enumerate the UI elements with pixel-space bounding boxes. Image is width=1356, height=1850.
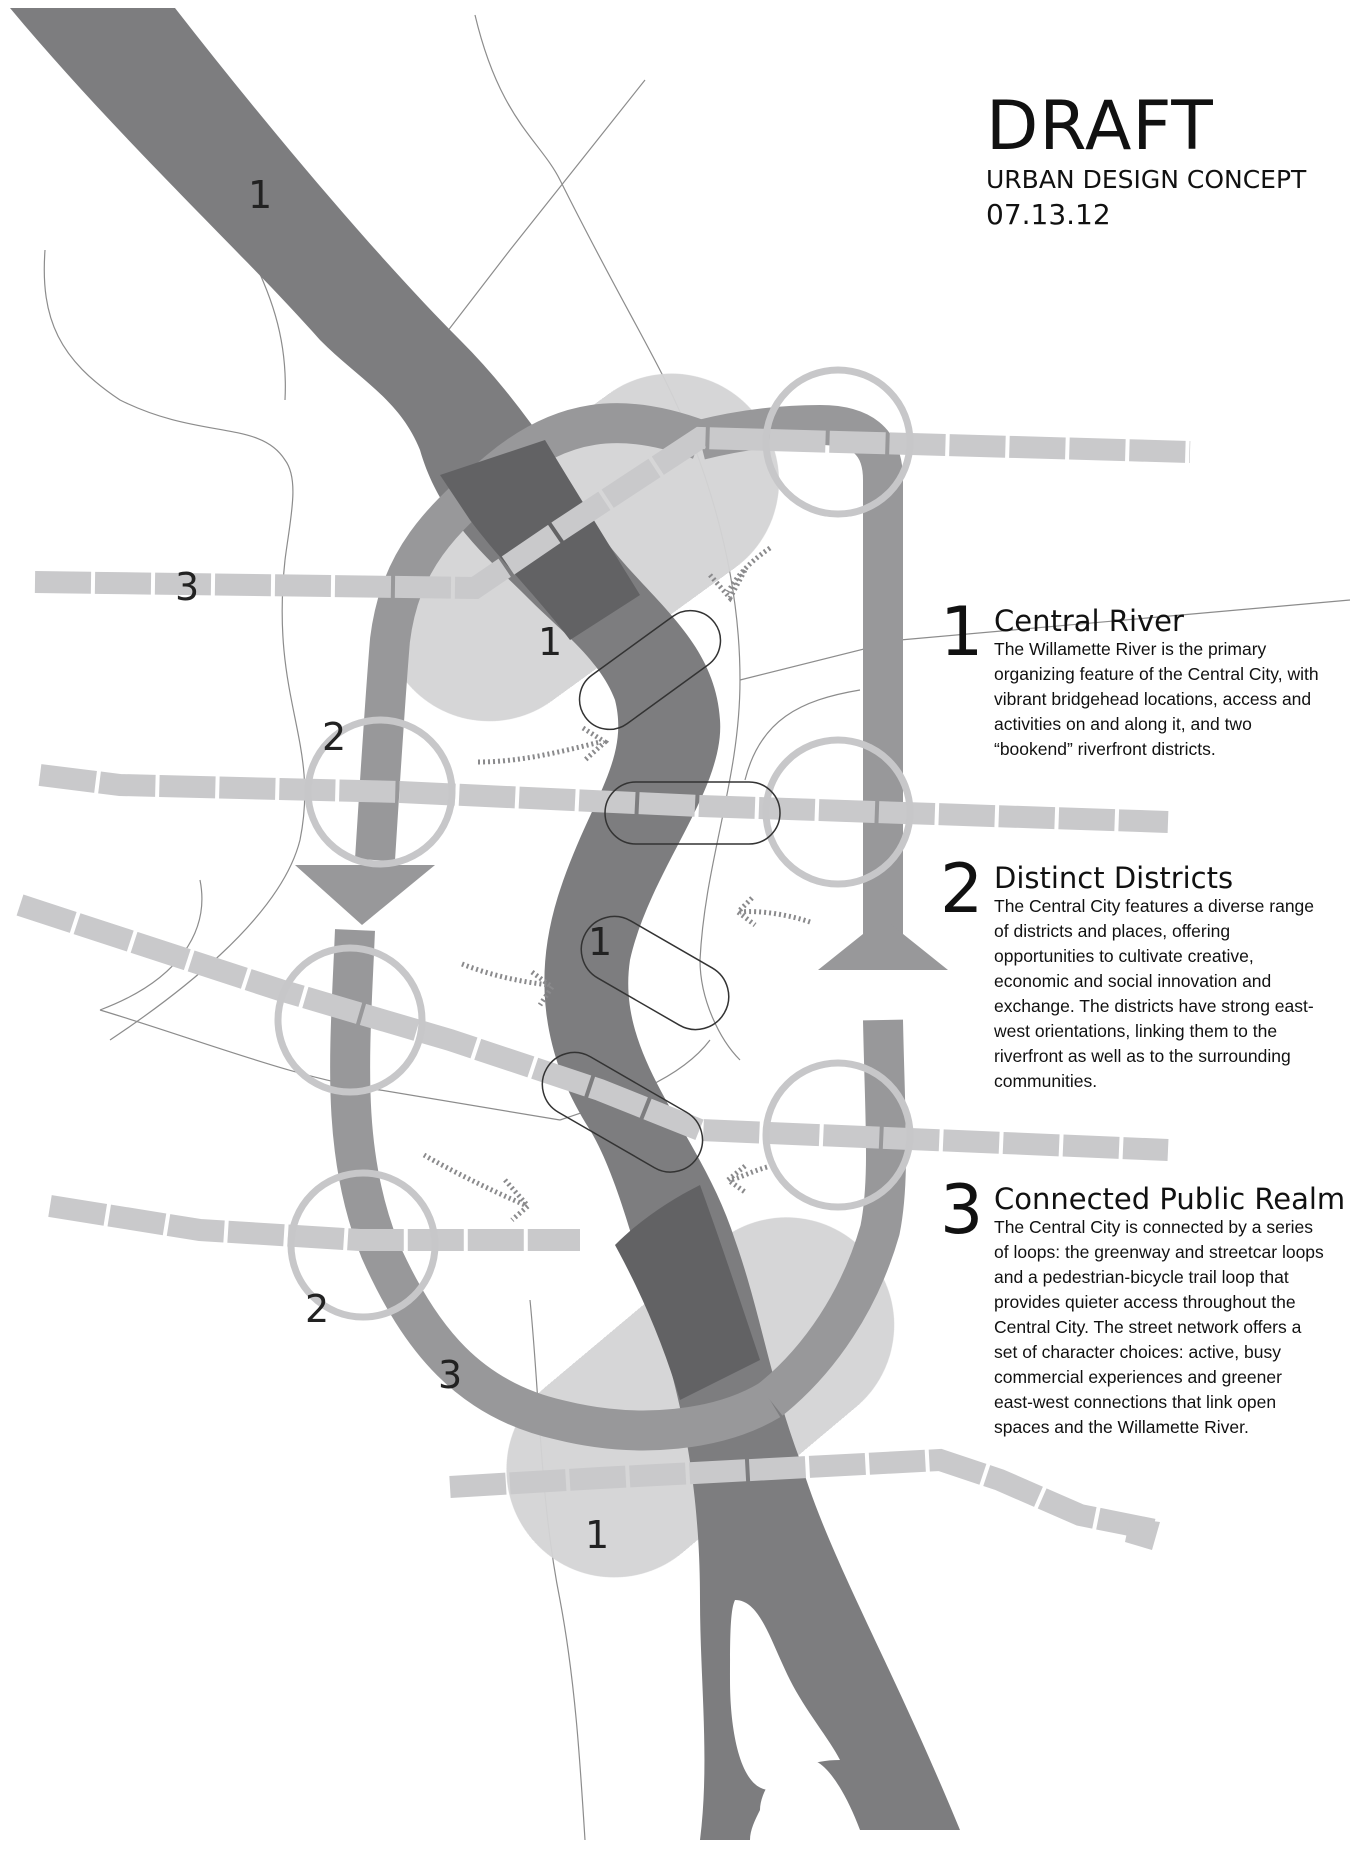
legend-number: 3 [940,1171,984,1250]
bridgehead-capsules [541,609,781,1173]
bridgehead-capsule-2 [604,781,781,845]
river-island [730,1600,840,1790]
street-5 [449,1448,1158,1541]
legend-distinct-districts: 2 Distinct Districts The Central City fe… [940,856,1350,1094]
south-arrowhead [295,865,435,925]
map-label-river-north: 1 [248,173,272,217]
map-label-district-north: 2 [322,715,346,759]
legend-heading: Distinct Districts [994,861,1234,895]
east-loop-lower [757,1019,907,1416]
street-4 [48,1195,580,1251]
street-5-end [1125,1518,1160,1550]
map-label-bookend-north: 1 [538,620,562,664]
connection-arrow-5 [422,1152,526,1208]
legend-heading: Connected Public Realm [994,1182,1346,1216]
legend-heading: Central River [994,604,1184,638]
node-ring-5 [762,1059,914,1211]
legend-body: The Central City features a diverse rang… [994,896,1315,1091]
node-ring-4 [274,944,426,1096]
district-nodes [274,366,914,1321]
node-ring-1 [762,366,914,518]
street-3 [16,894,1169,1161]
connection-arrow-6 [729,1164,768,1183]
map-labels: 1 1 1 1 2 2 3 3 [175,173,612,1557]
legend-connected-public-realm: 3 Connected Public Realm The Central Cit… [940,1177,1350,1440]
bridgehead-capsule-1 [578,609,722,731]
map-label-district-south: 2 [305,1287,329,1331]
west-loop [355,403,708,862]
north-arrowhead [818,918,948,970]
node-ring-6 [287,1169,439,1321]
legend-body: The Willamette River is the primary orga… [994,639,1319,759]
legend-body: The Central City is connected by a serie… [994,1217,1324,1437]
connection-arrow-4 [461,961,551,988]
west-loop-lower [330,929,781,1451]
concept-date: 07.13.12 [986,198,1111,231]
bridgehead-capsule-4 [541,1051,704,1173]
street-1 [34,426,1191,600]
legend-number: 2 [940,850,984,929]
connection-arrows [422,545,811,1222]
node-ring-2 [304,716,456,868]
legend-number: 1 [940,593,984,672]
draft-title: DRAFT [986,87,1214,166]
bridgehead-capsule-3 [580,915,730,1031]
node-ring-3 [762,736,914,888]
map-label-street-west: 3 [175,565,199,609]
loops [295,403,948,1451]
connection-arrow-2 [477,739,601,765]
willamette-river [10,8,960,1840]
connection-arrow-1 [725,545,772,594]
connection-arrow-3 [739,909,811,925]
streets [16,426,1191,1541]
title-block: DRAFT URBAN DESIGN CONCEPT 07.13.12 [986,92,1306,234]
legend-central-river: 1 Central River The Willamette River is … [940,599,1350,762]
map-label-river-island: 1 [588,920,612,964]
street-2 [38,764,1169,833]
map-label-bookend-south: 1 [585,1513,609,1557]
concept-subtitle: URBAN DESIGN CONCEPT [986,165,1307,194]
map-label-loop-south: 3 [438,1353,462,1397]
